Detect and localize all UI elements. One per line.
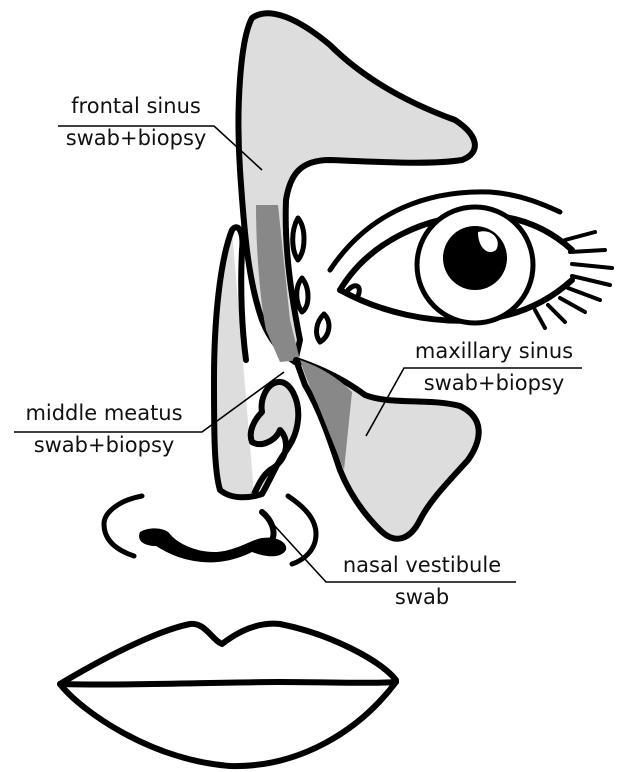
- nasal-line1: nasal vestibule: [343, 553, 501, 577]
- middle-line2: swab+biopsy: [34, 433, 175, 457]
- middle-line1: middle meatus: [25, 401, 182, 425]
- lips: [60, 624, 396, 766]
- frontal-line2: swab+biopsy: [66, 126, 207, 150]
- maxillary-line1: maxillary sinus: [415, 339, 573, 363]
- label-frontal-sinus: frontal sinus swab+biopsy: [66, 94, 207, 150]
- eye: [330, 192, 612, 328]
- frontal-line1: frontal sinus: [71, 94, 201, 118]
- label-middle-meatus: middle meatus swab+biopsy: [25, 401, 182, 457]
- nasal-line2: swab: [395, 585, 449, 609]
- nose: [104, 496, 316, 564]
- label-maxillary-sinus: maxillary sinus swab+biopsy: [415, 339, 573, 395]
- maxillary-line2: swab+biopsy: [424, 371, 565, 395]
- label-nasal-vestibule: nasal vestibule swab: [343, 553, 501, 609]
